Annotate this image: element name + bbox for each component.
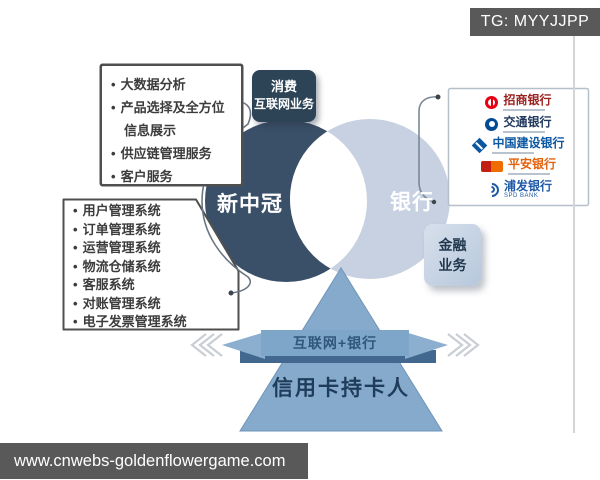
venn-intersection [290, 120, 367, 279]
system-box: 用户管理系统 订单管理系统 运营管理系统 物流仓储系统 客服系统 对账管理系统 … [64, 200, 214, 332]
badge-line: 业务 [438, 257, 467, 273]
ribbon-label: 互联网+银行 [292, 335, 378, 351]
bank-row: 平安银行 [480, 157, 556, 176]
right-connector-line [418, 96, 439, 203]
spd-bank-logo-icon [485, 183, 499, 197]
ribbon-arrow-left [222, 332, 265, 359]
chevrons-left-icon [190, 333, 223, 357]
list-item: 电子发票管理系统 [73, 313, 214, 332]
ribbon-arrow-right [405, 332, 448, 359]
bank-name: 平安银行 [507, 157, 556, 172]
bank-subtext-line [503, 109, 546, 112]
list-item: 运营管理系统 [73, 239, 214, 258]
finance-business-badge: 金融 业务 [424, 224, 481, 286]
list-item: 对账管理系统 [73, 295, 214, 314]
list-item: 用户管理系统 [73, 202, 214, 221]
consumer-internet-badge: 消费 互联网业务 [252, 70, 316, 122]
left-circle-label: 新中冠 [217, 193, 283, 216]
left-connector-dot-bottom [228, 290, 234, 296]
ribbon-bar [261, 330, 409, 356]
bank-name: 中国建设银行 [492, 135, 565, 150]
pyramid-base-label: 信用卡持卡人 [272, 377, 410, 400]
list-item: 大数据分析 [111, 73, 225, 96]
bank-box-frame [447, 87, 590, 207]
bank-row: 浦发银行 SPD BANK [485, 178, 552, 200]
bank-name: 交通银行 [503, 114, 552, 129]
bocom-bank-logo-icon [485, 117, 499, 131]
left-connector-line [201, 100, 252, 294]
list-item: 订单管理系统 [73, 221, 214, 240]
list-item: 产品选择及全方位信息展示 [111, 96, 225, 142]
bank-subtext: SPD BANK [503, 192, 539, 199]
bank-row: 中国建设银行 [472, 135, 565, 154]
bank-row: 招商银行 [485, 93, 552, 112]
list-item: 供应链管理服务 [111, 142, 225, 165]
watermark-url: www.cnwebs-goldenflowergame.com [14, 451, 286, 470]
watermark-overlay: www.cnwebs-goldenflowergame.com [0, 443, 308, 479]
right-connector-dot-top [435, 94, 441, 100]
bank-name: 浦发银行 [503, 178, 552, 193]
right-circle-label: 银行 [390, 191, 434, 214]
list-item: 客服系统 [73, 276, 214, 295]
pingan-bank-logo-icon [480, 161, 503, 173]
bank-row: 交通银行 [485, 114, 552, 133]
capability-box: 大数据分析 产品选择及全方位信息展示 供应链管理服务 客户服务 [100, 64, 243, 186]
chevrons-right-icon [447, 333, 480, 357]
badge-line: 互联网业务 [253, 97, 314, 111]
bank-subtext-line [507, 173, 550, 176]
badge-line: 金融 [438, 237, 467, 253]
right-connector-dot-bottom [431, 199, 437, 205]
bank-logo-panel: 招商银行 交通银行 中国建设银行 平安银行 浦发银行 SPD BANK [449, 89, 588, 205]
tg-label: TG: MYYJJPP [480, 13, 590, 30]
right-border-line [573, 36, 575, 433]
tg-contact-overlay: TG: MYYJJPP [470, 8, 600, 36]
cmb-bank-logo-icon [485, 96, 499, 110]
list-item: 客户服务 [111, 165, 225, 188]
list-item: 物流仓储系统 [73, 258, 214, 277]
ccb-bank-logo-icon [472, 137, 488, 154]
bank-subtext-line [503, 130, 546, 133]
bank-subtext-line [492, 151, 535, 154]
badge-line: 消费 [270, 79, 297, 94]
bank-name: 招商银行 [503, 93, 552, 108]
